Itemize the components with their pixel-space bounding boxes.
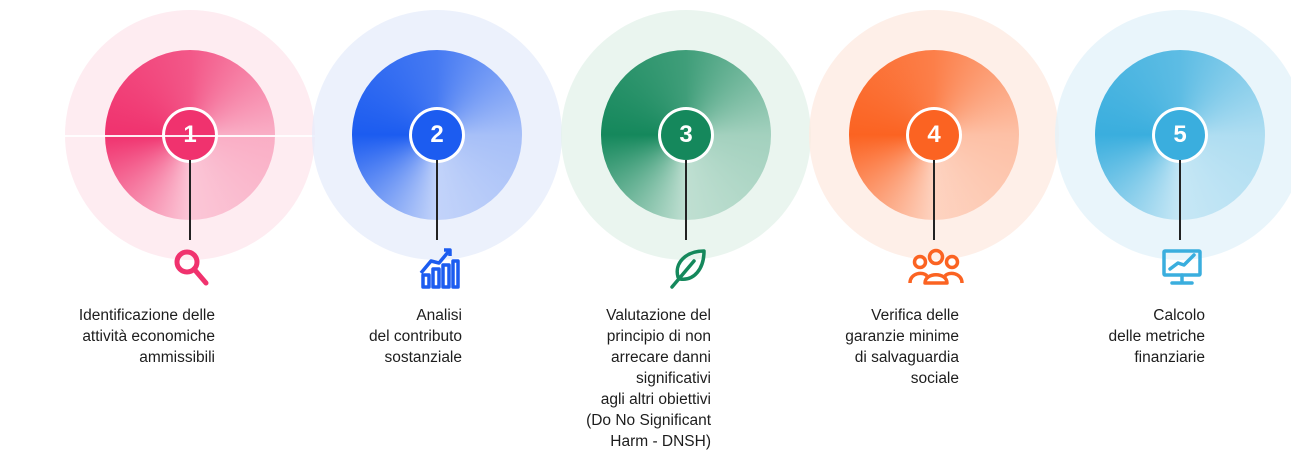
step-number-badge: 4: [909, 110, 959, 160]
leaf-icon: [666, 245, 710, 289]
people-group-icon: [906, 245, 966, 289]
connector-line: [685, 160, 687, 240]
description-line: Valutazione del: [606, 307, 711, 324]
step-description: Analisi del contributo sostanziale: [272, 305, 462, 368]
step-description: Calcolo delle metriche finanziarie: [1015, 305, 1206, 368]
description-line: sostanziale: [384, 349, 462, 366]
description-line: Harm - DNSH): [610, 433, 711, 450]
connector-line: [436, 160, 438, 240]
description-line: ammissibili: [139, 349, 215, 366]
description-line: del contributo: [368, 328, 462, 345]
description-line: significativi: [636, 370, 711, 387]
step-number-badge: 5: [1155, 110, 1205, 160]
description-line: Calcolo: [1153, 307, 1205, 324]
description-line: Analisi: [416, 307, 462, 324]
connector-line: [189, 160, 191, 240]
description-line: garanzie minime: [845, 328, 959, 345]
description-line: finanziarie: [1134, 349, 1205, 366]
description-line: arrecare danni: [611, 349, 711, 366]
monitor-chart-icon: [1160, 245, 1204, 289]
description-line: sociale: [910, 370, 959, 387]
description-line: attività economiche: [82, 328, 215, 345]
growth-chart-icon: [417, 245, 461, 289]
description-line: Verifica delle: [871, 307, 959, 324]
connector-line: [1179, 160, 1181, 240]
step-description: Identificazione delle attività economiche…: [25, 305, 215, 368]
description-line: Identificazione delle: [78, 307, 215, 324]
step-description: Valutazione del principio di non arrecare …: [521, 305, 711, 452]
description-line: agli altri obiettivi: [600, 391, 711, 408]
description-line: di salvaguardia: [854, 349, 959, 366]
description-line: delle metriche: [1108, 328, 1206, 345]
magnifier-icon: [170, 245, 214, 289]
step-number-badge: 2: [412, 110, 462, 160]
step-description: Verifica delle garanzie minime di salvagua…: [769, 305, 959, 389]
description-line: principio di non: [606, 328, 711, 345]
step-number-badge: 3: [661, 110, 711, 160]
connector-line: [933, 160, 935, 240]
description-line: (Do No Significant: [586, 412, 711, 429]
